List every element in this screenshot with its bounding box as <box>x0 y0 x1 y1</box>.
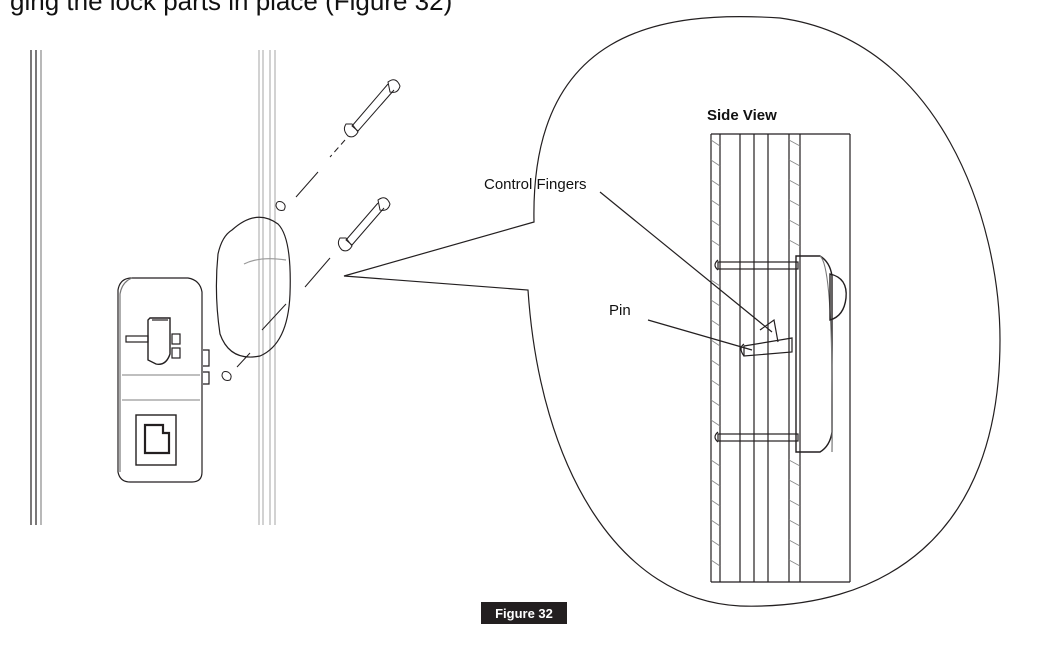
lower-screw <box>221 197 391 381</box>
door-stile <box>258 50 276 525</box>
door-frame-edge <box>30 50 42 525</box>
control-fingers-leader <box>599 191 773 333</box>
page-text-fragment: ging the lock parts in place (Figure 32) <box>10 0 453 16</box>
side-view-label: Side View <box>707 107 777 124</box>
side-view-door-section <box>710 133 851 583</box>
figure-caption: Figure 32 <box>481 602 567 624</box>
lock-body <box>117 277 210 483</box>
mounting-plate <box>215 216 291 358</box>
pin-leader <box>647 319 753 351</box>
upper-screw <box>275 79 401 211</box>
callout-magnifier <box>343 16 1001 607</box>
pin-label: Pin <box>609 302 631 319</box>
control-fingers-label: Control Fingers <box>484 176 587 193</box>
